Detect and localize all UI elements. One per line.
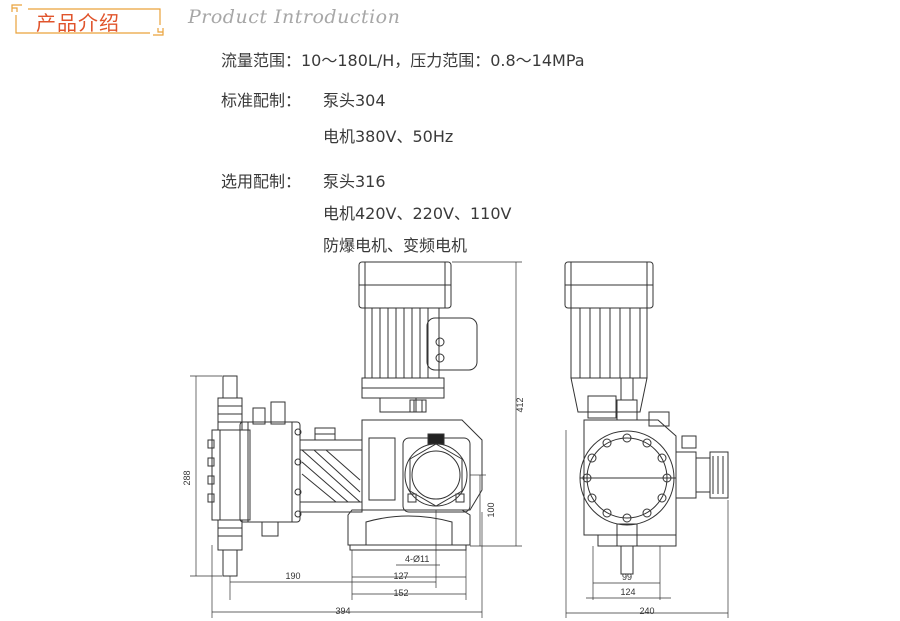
dim-label-height-total: 412 [515, 397, 525, 412]
standard-config-item-pump-head: 泵头304 [323, 91, 386, 110]
standard-config-item-motor: 电机380V、50Hz [323, 127, 454, 146]
dim-label-394: 394 [335, 606, 350, 616]
dim-label-height-head: 288 [182, 470, 192, 485]
section-title-en: Product Introduction [188, 6, 401, 28]
optional-config-item-motor-type: 防爆电机、变频电机 [323, 236, 468, 255]
dim-label-side-240: 240 [639, 606, 654, 616]
front-dimension-lines [190, 261, 522, 618]
section-title-cn: 产品介绍 [36, 11, 120, 35]
dim-label-shaft-height: 100 [486, 502, 496, 517]
title-frame-ornament [11, 4, 164, 36]
dim-label-190: 190 [285, 571, 300, 581]
dim-label-bolts: 4-Ø11 [405, 554, 429, 564]
front-pump-body [207, 375, 363, 577]
side-motor [564, 261, 654, 419]
dim-label-side-124: 124 [620, 587, 635, 597]
standard-config-label: 标准配制： [221, 91, 302, 110]
flow-pressure-spec: 流量范围：10～180L/H，压力范围：0.8～14MPa [221, 51, 585, 70]
dim-label-127: 127 [393, 571, 408, 581]
dim-label-152: 152 [393, 588, 408, 598]
optional-config-label: 选用配制： [221, 172, 302, 191]
section-header: 产品介绍 Product Introduction [0, 0, 900, 40]
side-dimension-lines [565, 430, 729, 618]
optional-config-item-pump-head: 泵头316 [323, 172, 386, 191]
dim-label-side-99: 99 [622, 572, 632, 582]
optional-config-item-motor-voltage: 电机420V、220V、110V [323, 204, 512, 223]
front-motor [358, 261, 478, 413]
side-pump-head [579, 377, 729, 575]
front-gearbox [347, 419, 483, 551]
